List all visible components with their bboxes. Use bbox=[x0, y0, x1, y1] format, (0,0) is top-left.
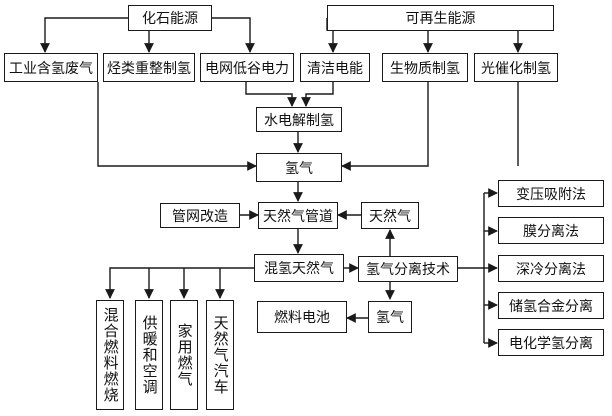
edge-offpeak-electrolysis bbox=[245, 82, 297, 107]
node-clean-power: 清洁电能 bbox=[300, 53, 370, 82]
edge-fossil-industrial-gas bbox=[40, 17, 128, 53]
node-gas-pipeline: 天然气管道 bbox=[258, 202, 338, 229]
node-membrane-separation: 膜分离法 bbox=[498, 217, 604, 244]
edge-hythane-combustion bbox=[105, 267, 254, 299]
node-fossil-energy: 化石能源 bbox=[128, 5, 212, 31]
node-renewable-energy: 可再生能源 bbox=[327, 5, 554, 31]
node-metal-hydride-separation: 储氢合金分离 bbox=[498, 292, 604, 319]
node-electrochemical-separation: 电化学氢分离 bbox=[498, 329, 604, 356]
edge-fossil-offpeak bbox=[212, 17, 255, 53]
node-hydrogen: 氢气 bbox=[256, 153, 342, 182]
edge-clean-power-electrolysis bbox=[301, 82, 334, 107]
edge-biomass-hydrogen bbox=[341, 82, 429, 171]
node-hydrogen-separation: 氢气分离技术 bbox=[358, 256, 458, 282]
node-biomass-hydrogen: 生物质制氢 bbox=[382, 53, 468, 82]
node-hydrogen-output: 氢气 bbox=[368, 301, 412, 333]
edge-sources-left-hydrogen bbox=[97, 82, 257, 171]
node-industrial-hydrogen-gas: 工业含氢废气 bbox=[4, 53, 98, 82]
node-fuel-cell: 燃料电池 bbox=[257, 301, 347, 333]
node-hythane: 混氢天然气 bbox=[254, 254, 344, 282]
node-mixed-fuel-combustion: 混合燃料燃烧 bbox=[96, 300, 124, 410]
node-cryogenic-separation: 深冷分离法 bbox=[498, 255, 604, 282]
node-psa: 变压吸附法 bbox=[498, 180, 604, 207]
node-household-gas: 家用燃气 bbox=[170, 300, 198, 410]
node-heating-and-ac: 供暖和空调 bbox=[135, 300, 163, 410]
node-pipeline-retrofit: 管网改造 bbox=[160, 203, 240, 228]
node-water-electrolysis: 水电解制氢 bbox=[256, 107, 342, 132]
node-photocatalysis-hydrogen: 光催化制氢 bbox=[474, 53, 558, 82]
node-natural-gas: 天然气 bbox=[361, 202, 419, 229]
node-natural-gas-vehicle: 天然气汽车 bbox=[206, 300, 234, 410]
node-offpeak-power: 电网低谷电力 bbox=[200, 53, 294, 82]
node-hydrocarbon-reforming: 烃类重整制氢 bbox=[103, 53, 195, 82]
